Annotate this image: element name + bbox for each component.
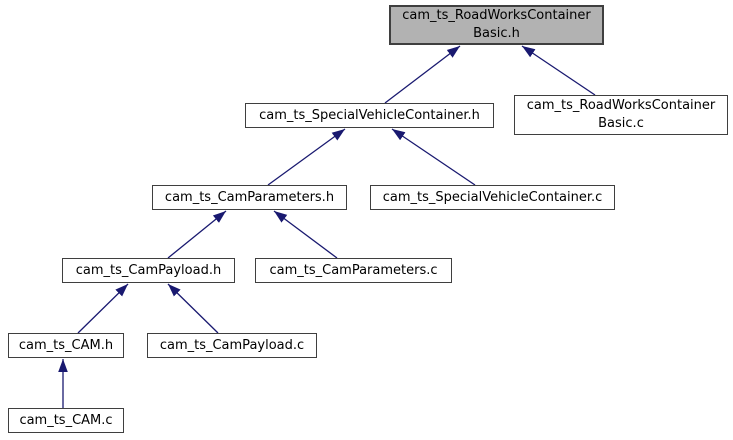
graph-node-campayload_c[interactable]: cam_ts_CamPayload.c [147, 333, 317, 358]
graph-node-roadworks_c[interactable]: cam_ts_RoadWorksContainer Basic.c [514, 95, 728, 135]
dependency-edge-specialvehicle_h-to-roadworks_h [384, 45, 461, 104]
graph-node-cam_c[interactable]: cam_ts_CAM.c [8, 408, 124, 433]
dependency-edge-camparameters_h-to-specialvehicle_h [267, 128, 346, 186]
dependency-edge-campayload_c-to-campayload_h [167, 283, 219, 334]
graph-node-cam_h[interactable]: cam_ts_CAM.h [8, 333, 124, 358]
graph-node-camparameters_h[interactable]: cam_ts_CamParameters.h [152, 185, 347, 210]
dependency-edge-cam_h-to-campayload_h [77, 283, 129, 334]
dependency-edge-camparameters_c-to-camparameters_h [273, 210, 338, 259]
dependency-edge-roadworks_c-to-roadworks_h [521, 45, 596, 96]
dependency-edge-specialvehicle_c-to-specialvehicle_h [391, 128, 476, 186]
graph-node-campayload_h[interactable]: cam_ts_CamPayload.h [62, 258, 235, 283]
graph-node-specialvehicle_h[interactable]: cam_ts_SpecialVehicleContainer.h [245, 103, 494, 128]
dependency-edge-campayload_h-to-camparameters_h [167, 210, 227, 259]
graph-node-roadworks_h[interactable]: cam_ts_RoadWorksContainer Basic.h [389, 5, 604, 45]
graph-node-specialvehicle_c[interactable]: cam_ts_SpecialVehicleContainer.c [370, 185, 615, 210]
graph-node-camparameters_c[interactable]: cam_ts_CamParameters.c [255, 258, 452, 283]
